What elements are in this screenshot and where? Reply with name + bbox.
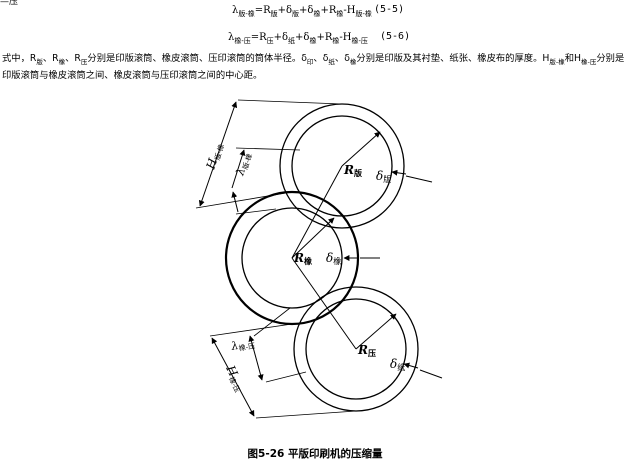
- center-line-bottom: [291, 257, 357, 350]
- equation-number-5-5: (5-5): [374, 4, 405, 15]
- label-r-plate: R版: [343, 163, 362, 178]
- equation-5-5: λ版-橡=R版+δ版+δ橡+R橡-H版-橡: [232, 5, 372, 18]
- label-delta-paper: δ纸: [390, 357, 405, 372]
- explanation-paragraph: 式中，R版、R橡、R压分别是印版滚筒、橡皮滚筒、压印滚筒的筒体半径。δ印、δ纸、…: [2, 53, 625, 81]
- label-r-blanket: R橡: [293, 251, 312, 266]
- label-r-impression: R压: [357, 343, 376, 358]
- label-delta-plate: δ版: [376, 169, 391, 184]
- figure-caption: 图5-26 平版印刷机的压缩量: [247, 448, 383, 460]
- top-cropped-text: —压: [0, 0, 19, 7]
- label-h-plate-blanket: H版-橡: [203, 141, 226, 172]
- equation-5-6: λ橡-压=R压+δ纸+δ橡+R橡-H橡-压: [228, 32, 368, 45]
- center-line-top: [291, 165, 343, 259]
- impression-cylinder-inner: [305, 298, 407, 400]
- label-lambda-plate-blanket: λ版-橡: [233, 151, 254, 178]
- label-lambda-blanket-impression: λ橡-压: [229, 336, 255, 354]
- equation-number-5-6: (5-6): [380, 31, 411, 42]
- label-h-blanket-impression: H橡-压: [222, 362, 248, 394]
- label-delta-blanket: δ橡: [326, 251, 341, 266]
- blanket-cylinder-inner: [241, 207, 343, 309]
